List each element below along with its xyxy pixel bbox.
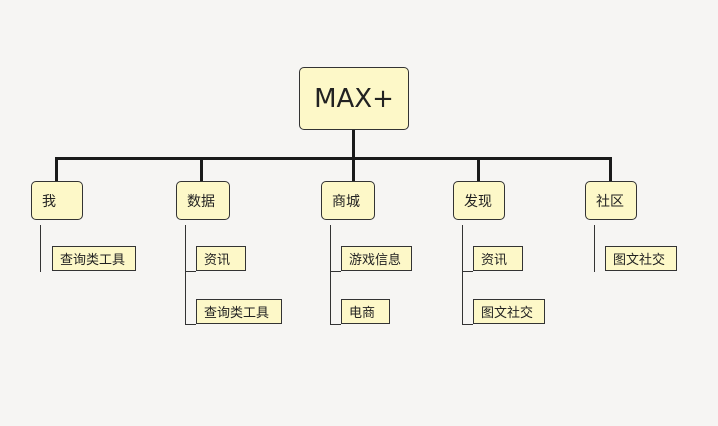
node-label: 数据 — [187, 193, 215, 210]
drop-line-4 — [477, 157, 480, 182]
leaf-label: 查询类工具 — [204, 306, 270, 321]
child-trunk-4 — [462, 225, 463, 325]
node-faxian[interactable]: 发现 — [453, 181, 505, 220]
leaf-shuju-1[interactable]: 资讯 — [196, 246, 246, 271]
child-trunk-2 — [185, 225, 186, 325]
child-trunk-3 — [330, 225, 331, 325]
leaf-shangcheng-2[interactable]: 电商 — [341, 299, 390, 324]
leaf-shuju-2[interactable]: 查询类工具 — [196, 299, 282, 324]
node-shuju[interactable]: 数据 — [176, 181, 230, 220]
leaf-label: 图文社交 — [613, 253, 666, 268]
node-label: 社区 — [596, 193, 624, 210]
leaf-label: 资讯 — [481, 253, 508, 268]
leaf-faxian-2[interactable]: 图文社交 — [473, 299, 545, 324]
child-link-3b — [330, 324, 341, 325]
child-link-4b — [462, 324, 473, 325]
leaf-label: 电商 — [349, 306, 376, 321]
drop-line-5 — [609, 157, 612, 182]
child-link-4a — [462, 271, 473, 272]
main-branch-line — [55, 157, 611, 160]
leaf-shangcheng-1[interactable]: 游戏信息 — [341, 246, 412, 271]
node-shequ[interactable]: 社区 — [585, 181, 637, 220]
leaf-label: 查询类工具 — [60, 253, 126, 268]
node-label: 发现 — [464, 193, 492, 210]
child-trunk-1 — [40, 225, 41, 272]
drop-line-2 — [200, 157, 203, 182]
root-label: MAX+ — [314, 83, 394, 114]
root-stem — [352, 130, 355, 159]
leaf-label: 资讯 — [204, 253, 231, 268]
child-trunk-5 — [594, 225, 595, 272]
root-node[interactable]: MAX+ — [299, 67, 409, 130]
leaf-shequ-1[interactable]: 图文社交 — [605, 246, 677, 271]
node-label: 我 — [42, 193, 56, 210]
child-link-2a — [185, 271, 196, 272]
node-label: 商城 — [332, 193, 360, 210]
leaf-faxian-1[interactable]: 资讯 — [473, 246, 523, 271]
child-link-3a — [330, 271, 341, 272]
leaf-label: 图文社交 — [481, 306, 534, 321]
drop-line-1 — [55, 157, 58, 182]
drop-line-3 — [352, 157, 355, 182]
child-link-2b — [185, 324, 196, 325]
leaf-label: 游戏信息 — [349, 253, 402, 268]
node-shangcheng[interactable]: 商城 — [321, 181, 375, 220]
leaf-wo-1[interactable]: 查询类工具 — [52, 246, 136, 271]
node-wo[interactable]: 我 — [31, 181, 83, 220]
